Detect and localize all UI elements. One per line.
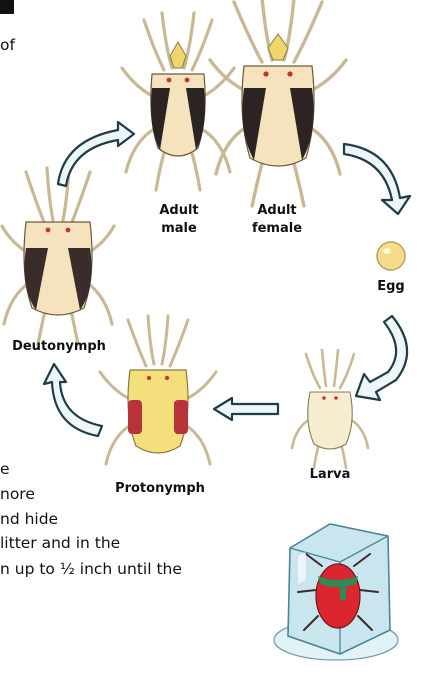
larva-label: Larva — [300, 466, 360, 484]
larva-mite-icon — [292, 350, 368, 468]
protonymph-mite-icon — [100, 316, 216, 464]
deutonymph-mite-icon — [2, 168, 114, 344]
adult-female-mite-icon — [210, 0, 346, 206]
arrow-larva-to-protonymph — [214, 398, 278, 420]
arrow-egg-to-larva — [356, 316, 407, 400]
arrow-protonymph-to-deutonymph — [44, 364, 102, 436]
cycle-arrows — [44, 122, 410, 436]
egg-icon — [377, 242, 405, 270]
frozen-mite-ice-cube-icon — [274, 524, 398, 660]
protonymph-label: Protonymph — [108, 480, 212, 498]
egg-label: Egg — [368, 278, 414, 296]
arrow-deutonymph-to-male — [58, 122, 134, 186]
adult-male-mite-icon — [122, 13, 234, 190]
deutonymph-label: Deutonymph — [4, 338, 114, 356]
arrow-female-to-egg — [344, 144, 410, 214]
